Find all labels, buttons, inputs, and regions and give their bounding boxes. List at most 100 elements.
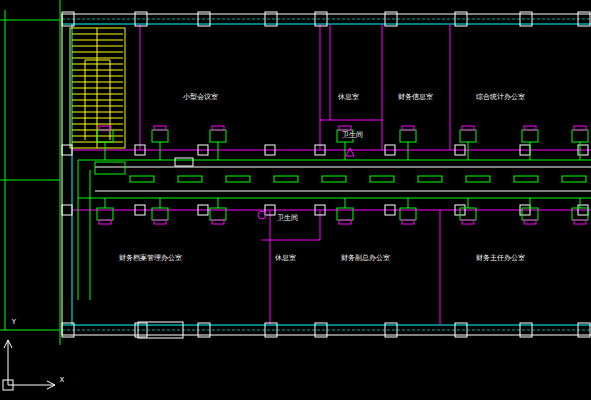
fan-coil [572,208,588,220]
branch-duct [468,198,469,208]
room-label: Y [11,319,17,326]
outlet [402,126,414,130]
duct-tag [418,176,442,182]
column [198,323,210,337]
column [315,323,327,337]
outlet [574,220,586,224]
branch-duct [218,142,219,160]
fan-coil [522,208,538,220]
branch-duct [160,142,161,160]
outlet [574,126,586,130]
column [520,145,530,155]
room-label: 财务主任办公室 [475,255,526,262]
fan-coil [97,208,113,220]
branch-duct [105,198,106,208]
column [455,145,465,155]
branch-duct [218,198,219,208]
room-label: 财务信息室 [397,94,434,101]
duct-tag [370,176,394,182]
column [265,12,277,26]
column [62,12,74,26]
room-label: 小型会议室 [182,94,219,101]
outlet [339,220,351,224]
room-label: 综合统计办公室 [475,94,526,101]
column [455,323,467,337]
branch-duct [160,198,161,208]
fan-coil [572,130,588,142]
outlet [524,220,536,224]
column [265,145,275,155]
fan-coil [460,208,476,220]
outlet [462,126,474,130]
branch-duct [345,142,346,160]
fan-coil [152,208,168,220]
branch-duct [580,198,581,208]
column [578,12,590,26]
column [62,323,74,337]
column [198,205,208,215]
column [520,12,532,26]
branch-duct [345,198,346,208]
column [62,145,72,155]
outlet [462,220,474,224]
duct-tag [562,176,586,182]
column [578,323,590,337]
column [135,12,147,26]
room-label: X [59,377,66,384]
room-label: 财务档案管理办公室 [118,255,183,262]
column [385,205,395,215]
room-label: 财务副总办公室 [340,255,391,262]
column [265,323,277,337]
outlet [524,126,536,130]
room-label: 休息室 [274,255,297,262]
fan-coil [210,208,226,220]
duct-tag [130,176,154,182]
column [135,205,145,215]
column [455,12,467,26]
duct-tag [466,176,490,182]
duct-tag [274,176,298,182]
column [385,12,397,26]
room-label: 卫生间 [341,132,364,139]
column [198,145,208,155]
fan-coil [400,208,416,220]
outlet [212,126,224,130]
fan-coil [337,208,353,220]
fan-coil [460,130,476,142]
column [385,323,397,337]
fan-coil [97,130,113,142]
outlet [402,220,414,224]
branch-duct [468,142,469,160]
column [265,205,275,215]
column [315,205,325,215]
room-label: 休息室 [337,94,360,101]
branch-duct [530,198,531,208]
outlet [99,126,111,130]
fan-coil [210,130,226,142]
fan-coil [400,130,416,142]
column [315,145,325,155]
branch-duct [530,142,531,160]
outlet [339,126,351,130]
duct-tag [322,176,346,182]
room-label: 卫生间 [276,215,299,222]
column [520,323,532,337]
fan-coil [522,130,538,142]
outlet [154,220,166,224]
branch-duct [580,142,581,160]
column [135,145,145,155]
column [135,323,147,337]
outlet [154,126,166,130]
outlet [99,220,111,224]
column [198,12,210,26]
branch-duct [105,142,106,160]
duct-tag [178,176,202,182]
column [385,145,395,155]
duct-tag [514,176,538,182]
fan-coil [152,130,168,142]
outlet [212,220,224,224]
duct-tag [226,176,250,182]
column [62,205,72,215]
column [315,12,327,26]
